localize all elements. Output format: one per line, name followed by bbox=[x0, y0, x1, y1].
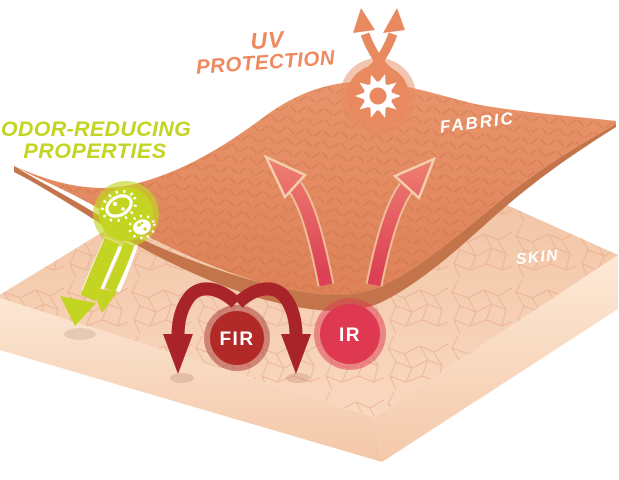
skin-front-right-face bbox=[374, 255, 618, 462]
uv-protection-group bbox=[340, 8, 416, 134]
uv-protection-title: UV PROTECTION bbox=[195, 26, 336, 79]
uv-up-arrows bbox=[353, 8, 405, 77]
fir-arrowhead-left bbox=[163, 334, 193, 374]
odor-reducing-group bbox=[60, 181, 159, 326]
ir-circle bbox=[320, 304, 380, 364]
fir-arrow-shadow-right bbox=[286, 373, 310, 383]
ir-group: IR bbox=[314, 298, 386, 370]
fabric-weave-texture bbox=[14, 81, 616, 295]
fir-arrow-shadow-left bbox=[170, 373, 194, 383]
sun-icon bbox=[355, 74, 401, 118]
odor-down-arrows bbox=[60, 237, 135, 326]
ir-label: IR bbox=[339, 325, 361, 346]
ir-arrowhead-right bbox=[392, 156, 437, 201]
fir-arrowhead-right bbox=[281, 334, 311, 374]
uv-title-line1: UV bbox=[250, 26, 286, 54]
ir-arrowhead-left bbox=[263, 154, 308, 200]
odor-title-line2: PROPERTIES bbox=[23, 139, 166, 163]
fir-circle bbox=[210, 311, 264, 365]
green-arrow-shadow bbox=[64, 328, 96, 340]
fir-label: FIR bbox=[219, 329, 254, 350]
odor-title-line1: ODOR-REDUCING bbox=[1, 117, 191, 141]
fabric-layer bbox=[14, 81, 616, 311]
skin-label: SKIN bbox=[515, 247, 560, 268]
fir-group: FIR bbox=[163, 282, 311, 374]
uv-title-line2: PROTECTION bbox=[195, 46, 336, 79]
skin-front-left-face bbox=[0, 298, 382, 462]
ir-through-fabric-arrows bbox=[263, 154, 437, 287]
odor-reducing-title: ODOR-REDUCING PROPERTIES bbox=[1, 117, 191, 163]
